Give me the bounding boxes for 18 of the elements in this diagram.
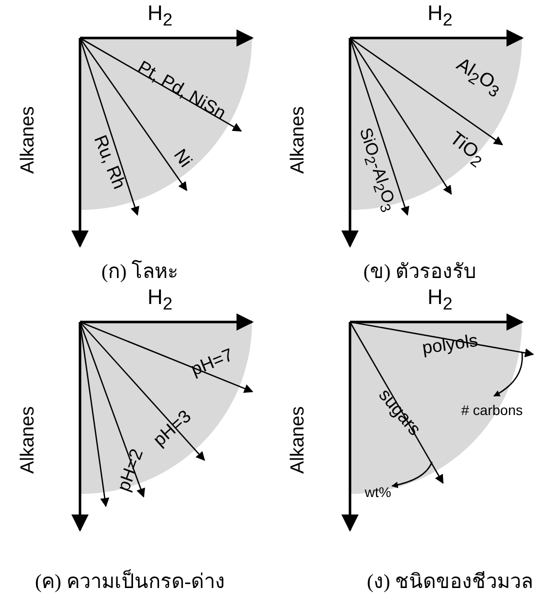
panel-caption: (ง) ชนิดของชีวมวล	[366, 572, 534, 592]
axis-title: Alkanes	[18, 406, 38, 474]
arrow-label: polyols	[421, 331, 479, 357]
arrow-label: pH=2	[114, 446, 146, 494]
axis-title: H$_{2}$	[148, 3, 172, 29]
axis-title: H$_{2}$	[428, 3, 452, 29]
arrow-label: # carbons	[461, 403, 523, 417]
axis-title: H$_{2}$	[148, 287, 172, 313]
axis-title: Alkanes	[288, 106, 308, 174]
axis-title: Alkanes	[288, 406, 308, 474]
panel-caption: (ก) โลหะ	[101, 262, 179, 282]
arrow-label: wt%	[364, 485, 392, 499]
panel-caption: (ข) ตัวรองรับ	[363, 262, 477, 282]
arrow-label: Ni	[170, 146, 196, 170]
arrow-label: Pt, Pd, NiSn	[135, 58, 229, 122]
axis-title: Alkanes	[18, 106, 38, 174]
arrow-label: Ru, Rh	[91, 132, 129, 192]
axis-title: H$_{2}$	[428, 287, 452, 313]
